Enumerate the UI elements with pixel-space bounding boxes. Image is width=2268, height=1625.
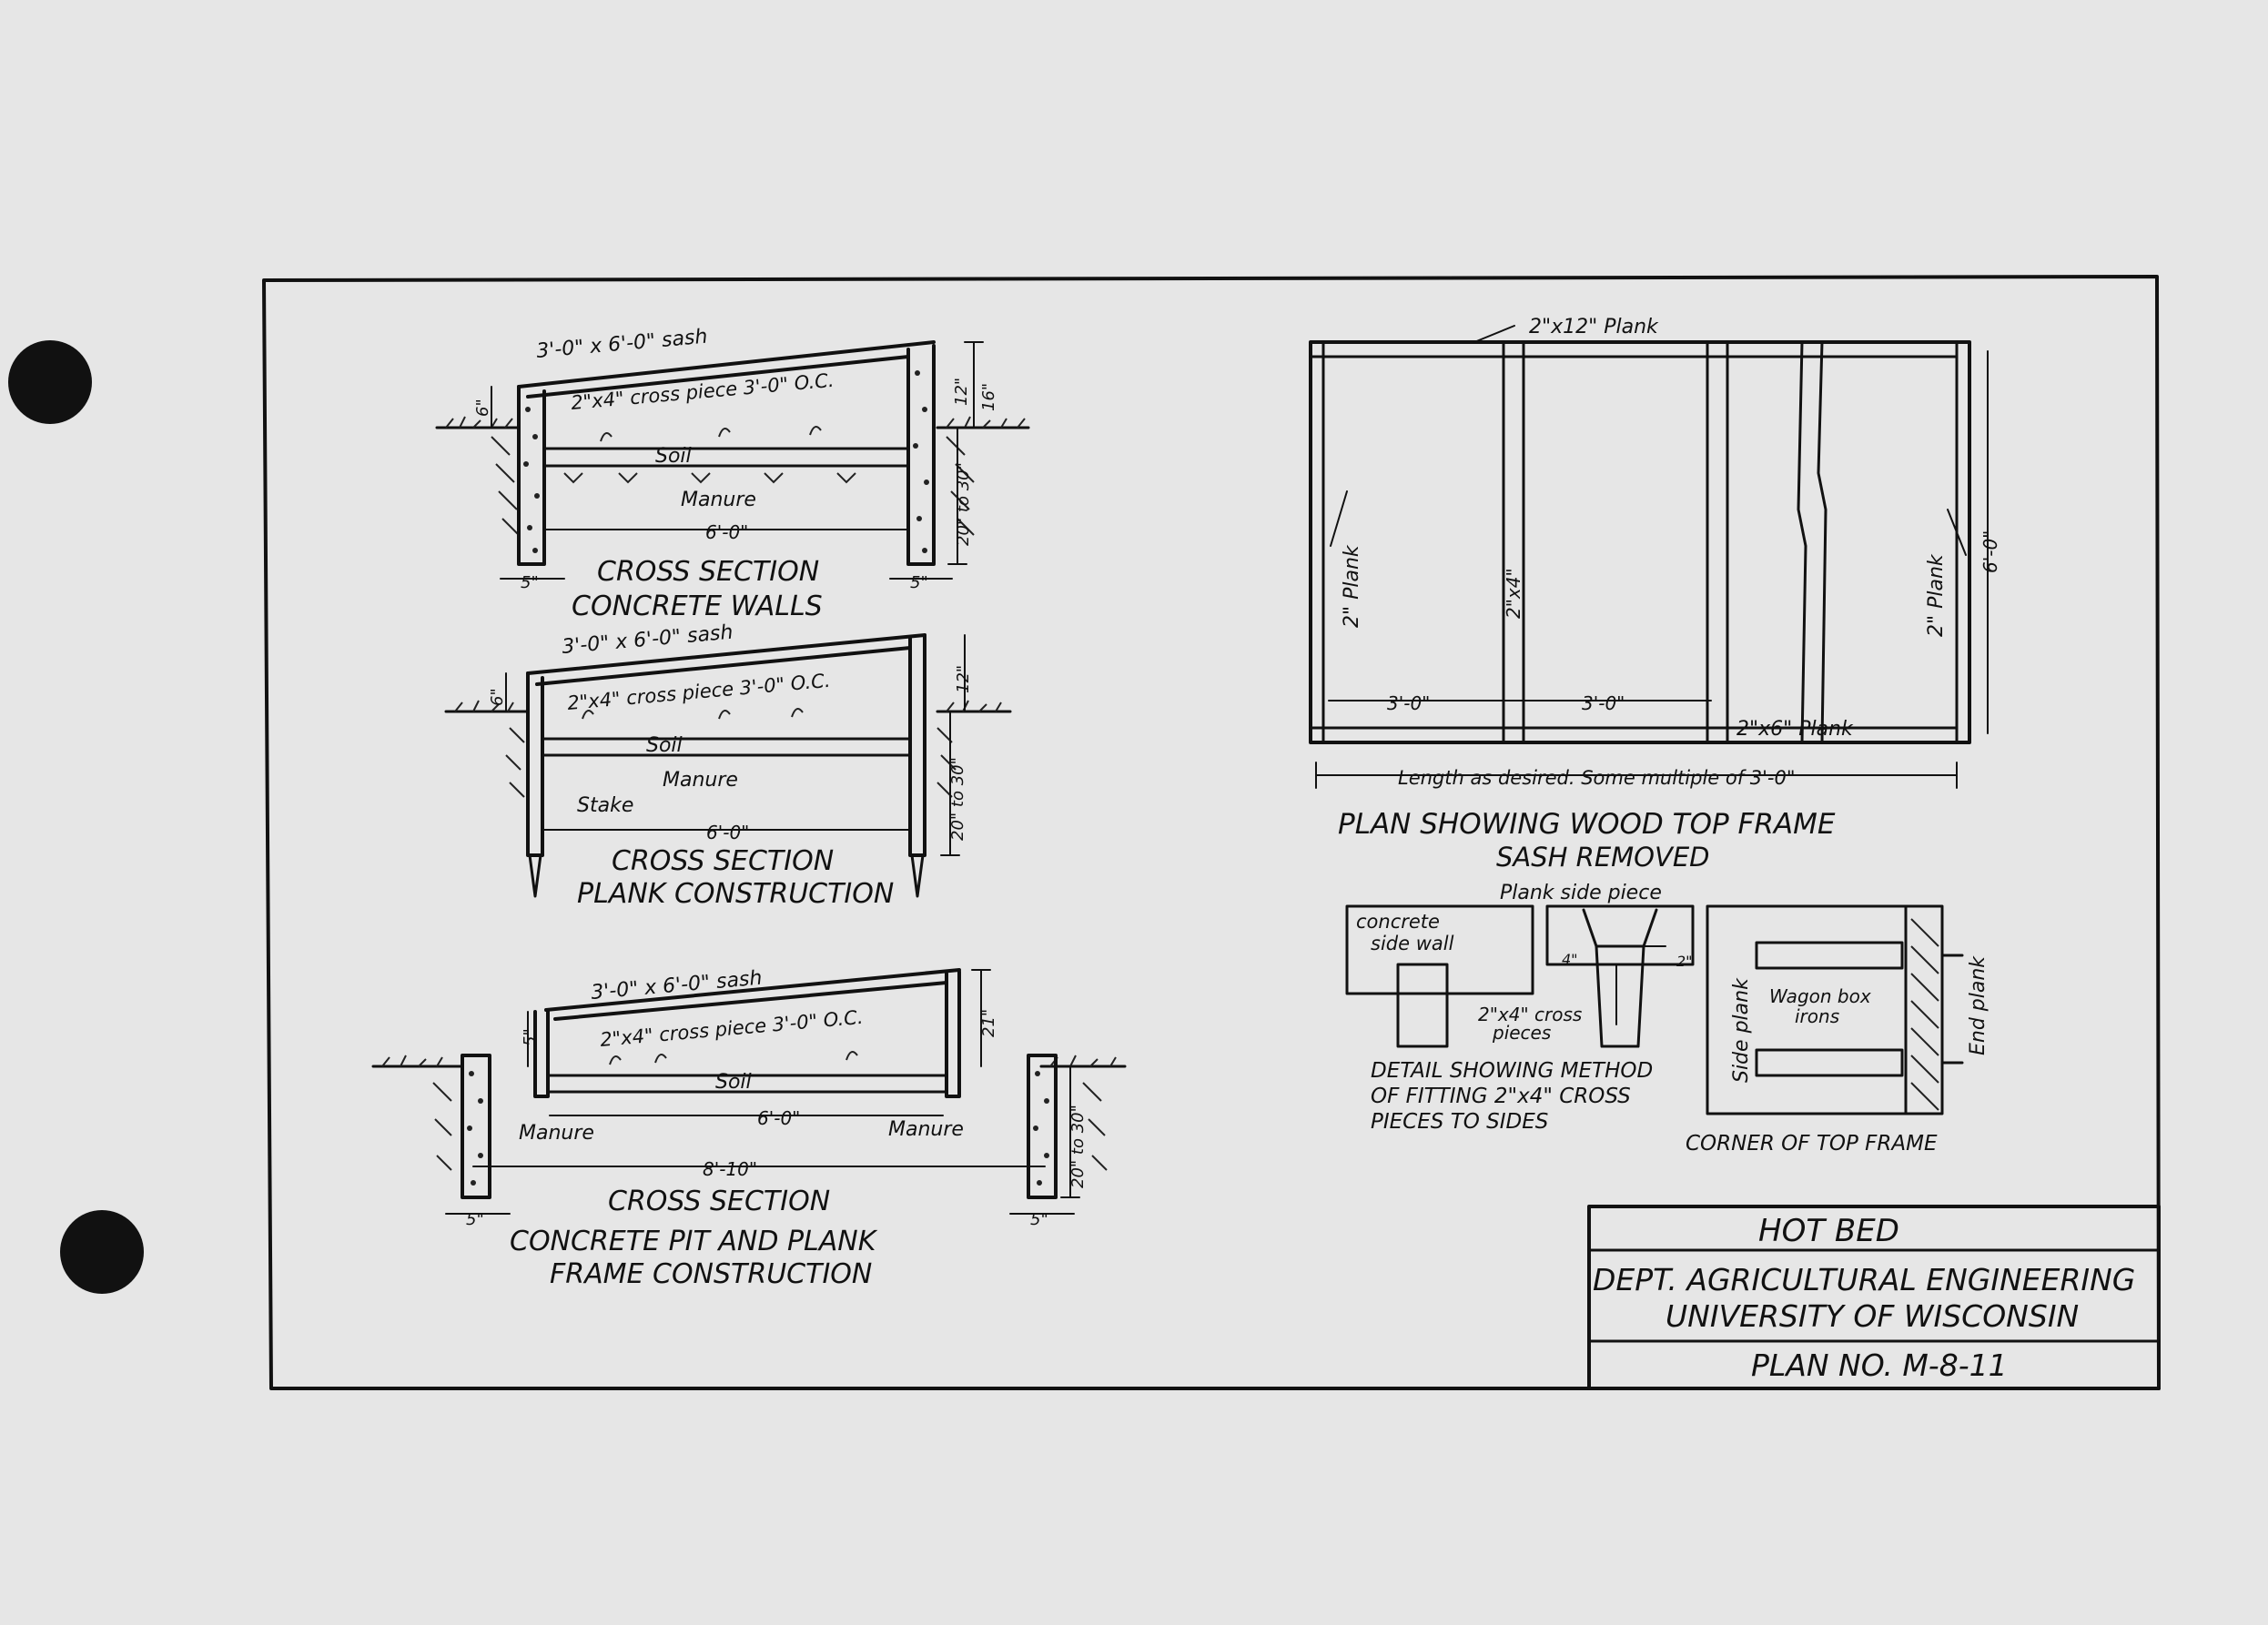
concrete-label-2: side wall: [1371, 933, 1454, 954]
width-dim: 6'-0": [706, 822, 749, 843]
caption-line-1: CROSS SECTION: [612, 845, 834, 877]
plank-side-piece-label: Plank side piece: [1500, 882, 1662, 904]
soil-label: Soil: [715, 1071, 752, 1094]
title-block: HOT BED DEPT. AGRICULTURAL ENGINEERING U…: [1587, 1205, 2161, 1390]
height-right-b-dim: 16": [979, 383, 998, 411]
title-block-dept: DEPT. AGRICULTURAL ENGINEERING: [1593, 1262, 2135, 1297]
caption-line-1: CROSS SECTION: [597, 556, 819, 588]
dim-a: 4": [1562, 951, 1578, 968]
side-plank-label: Side plank: [1730, 977, 1753, 1083]
caption-line-2: CONCRETE WALLS: [572, 590, 823, 622]
stake-label: Stake: [577, 794, 633, 817]
caption-line-1: CROSS SECTION: [608, 1186, 830, 1217]
wall-right-dim: 5": [1030, 1210, 1048, 1229]
irons-label-2: irons: [1795, 1005, 1839, 1027]
caption-line-1: DETAIL SHOWING METHOD: [1371, 1059, 1653, 1083]
manure-left-label: Manure: [519, 1122, 594, 1145]
wall-right-dim: 5": [910, 573, 928, 592]
wall-left-dim: 5": [466, 1210, 484, 1229]
caption-line-3: PIECES TO SIDES: [1371, 1110, 1548, 1134]
title-block-university: UNIVERSITY OF WISCONSIN: [1666, 1298, 2079, 1334]
width-dim: 6'-0": [705, 521, 748, 543]
end-plank-label: End plank: [1967, 955, 1990, 1055]
height-left-dim: 6": [473, 399, 492, 417]
bay-2-dim: 3'-0": [1582, 692, 1625, 714]
top-plank-label: 2"x12" Plank: [1529, 316, 1659, 338]
depth-dim: 20" to 30": [954, 462, 973, 546]
plan-wood-top-frame: 2"x12" Plank 2" Plank 2" Plank 2"x4" 3'-…: [1309, 316, 2001, 873]
outer-width-dim: 8'-10": [703, 1158, 757, 1180]
right-plank-label: 2" Plank: [1925, 553, 1948, 637]
manure-right-label: Manure: [888, 1118, 964, 1141]
inner-width-dim: 6'-0": [757, 1107, 800, 1129]
height-left-dim: 6": [488, 688, 507, 706]
cross-section-concrete-walls: 3'-0" x 6'-0" sash 2"x4" cross piece 3'-…: [435, 326, 1030, 622]
height-right-a-dim: 12": [952, 378, 971, 406]
detail-corner-top-frame: Side plank End plank Wagon box irons COR…: [1686, 904, 1990, 1156]
manure-label: Manure: [663, 769, 738, 792]
depth-dim: 20" to 30": [1068, 1105, 1088, 1188]
binder-hole-top: [8, 340, 92, 424]
height-right-dim: 21": [979, 1009, 998, 1037]
caption: CORNER OF TOP FRAME: [1686, 1132, 1938, 1156]
title-block-plan-no: PLAN NO. M-8-11: [1751, 1347, 2008, 1383]
detail-fitting-cross-pieces: Plank side piece concrete side wall 2"x4…: [1345, 882, 1695, 1134]
cross-section-plank-construction: 3'-0" x 6'-0" sash 2"x4" cross piece 3'-…: [444, 621, 1012, 910]
cross-label-1: 2"x4" cross: [1478, 1004, 1582, 1025]
binder-hole-bottom: [60, 1210, 144, 1294]
length-note: Length as desired. Some multiple of 3'-0…: [1398, 767, 1796, 789]
depth-dim: 20" to 30": [948, 757, 967, 841]
wall-left-dim: 5": [521, 573, 539, 592]
caption-line-2: SASH REMOVED: [1496, 842, 1710, 873]
height-left-dim: 5": [521, 1028, 540, 1046]
caption-line-2: OF FITTING 2"x4" CROSS: [1371, 1085, 1631, 1108]
dim-b: 2": [1676, 953, 1693, 970]
title-block-title: HOT BED: [1758, 1213, 1899, 1249]
caption-line-3: FRAME CONSTRUCTION: [550, 1258, 872, 1290]
cross-label-2: pieces: [1492, 1022, 1551, 1044]
sash-label: 3'-0" x 6'-0" sash: [535, 326, 708, 363]
irons-label-1: Wagon box: [1769, 985, 1871, 1007]
soil-label: Soil: [646, 734, 683, 757]
cross-member-label: 2"x4": [1503, 568, 1524, 619]
sash-label: 3'-0" x 6'-0" sash: [561, 621, 734, 659]
concrete-label-1: concrete: [1356, 911, 1440, 933]
caption-line-2: PLANK CONSTRUCTION: [577, 878, 894, 910]
caption-line-1: PLAN SHOWING WOOD TOP FRAME: [1338, 808, 1836, 841]
manure-label: Manure: [681, 489, 756, 511]
height-right-dim: 12": [954, 665, 973, 693]
bay-1-dim: 3'-0": [1387, 692, 1430, 714]
bottom-plank-label: 2"x6" Plank: [1736, 718, 1854, 741]
soil-label: Soil: [655, 445, 692, 468]
height-dim: 6'-0": [1979, 530, 2001, 573]
cross-section-concrete-pit: 3'-0" x 6'-0" sash 2"x4" cross piece 3'-…: [371, 967, 1127, 1290]
caption-line-2: CONCRETE PIT AND PLANK: [510, 1226, 878, 1257]
left-plank-label: 2" Plank: [1341, 544, 1363, 628]
